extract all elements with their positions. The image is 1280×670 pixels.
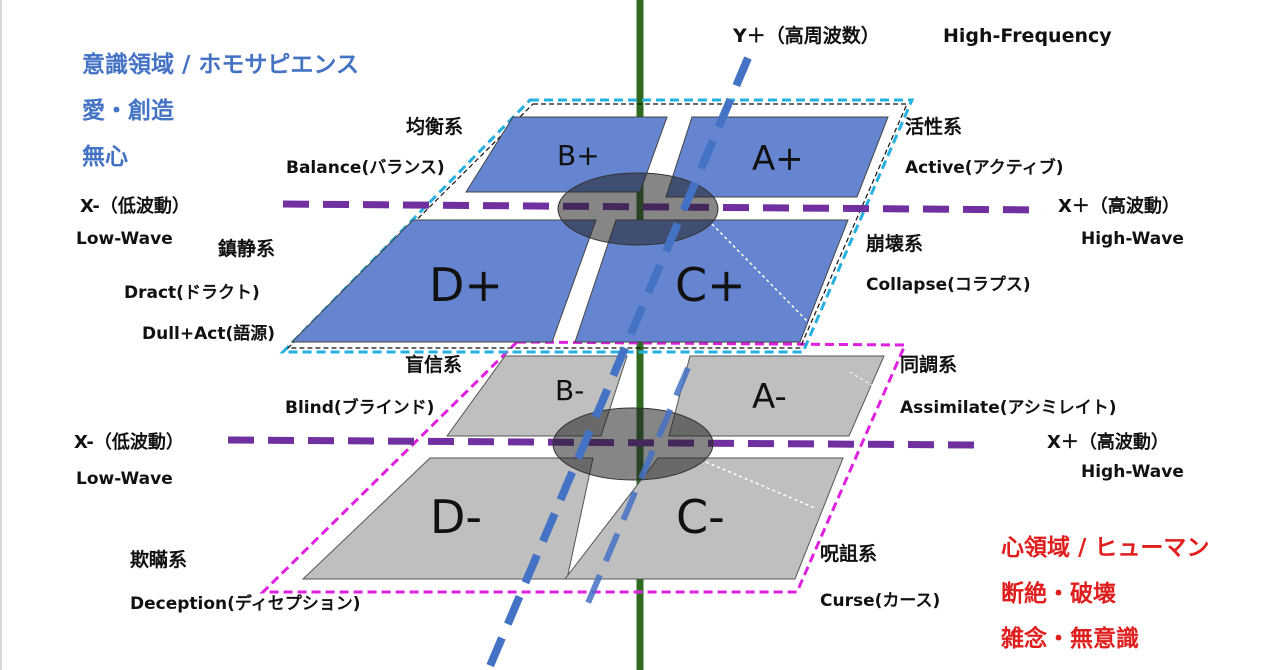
lower-guide-line-1	[849, 371, 897, 401]
deception-english-label: Deception(ディセプション)	[130, 594, 361, 614]
consciousness-domain-title: 意識領域 / ホモサピエンス	[82, 52, 359, 78]
upper-low-wave-label: Low-Wave	[76, 229, 173, 249]
collapse-english-label: Collapse(コラプス)	[866, 275, 1031, 295]
upper-guide-line	[711, 223, 809, 323]
upper-high-wave-label: High-Wave	[1081, 229, 1184, 249]
y-axis-english: High-Frequency	[943, 25, 1112, 47]
lower-center-ellipse	[552, 407, 714, 481]
dull-act-origin-label: Dull+Act(語源)	[142, 324, 276, 344]
quadrant-c-plus-label: C+	[675, 258, 746, 312]
active-system-label: 活性系	[905, 116, 963, 138]
upper-x-minus-label: X-（低波動）	[80, 196, 190, 217]
quadrant-a-plus-label: A+	[752, 139, 804, 179]
assimilate-system-label: 同調系	[900, 354, 958, 376]
lower-quadrant-c-shape	[563, 457, 844, 580]
severance-text: 断絶・破壊	[1001, 581, 1116, 607]
dract-system-label: 鎮静系	[218, 238, 276, 260]
quadrant-d-plus-label: D+	[429, 258, 503, 312]
left-edge-line	[0, 0, 2, 670]
upper-x-plus-label: X＋（高波動）	[1058, 196, 1180, 217]
balance-system-label: 均衡系	[406, 116, 464, 138]
curse-system-label: 呪詛系	[820, 543, 878, 565]
quadrant-c-minus-label: C-	[676, 490, 725, 544]
upper-quadrant-d-shape	[290, 219, 597, 343]
active-english-label: Active(アクティブ)	[905, 158, 1064, 178]
collapse-system-label: 崩壊系	[866, 233, 924, 255]
quadrant-b-plus-label: B+	[557, 139, 600, 172]
love-creation-text: 愛・創造	[82, 98, 174, 124]
lower-x-minus-label: X-（低波動）	[74, 432, 184, 453]
lower-high-wave-label: High-Wave	[1081, 462, 1184, 482]
assimilate-english-label: Assimilate(アシミレイト)	[900, 398, 1117, 418]
quadrant-d-minus-label: D-	[430, 490, 483, 544]
unconscious-text: 雑念・無意識	[1001, 626, 1139, 652]
blind-system-label: 盲信系	[405, 354, 463, 376]
blind-english-label: Blind(ブラインド)	[285, 398, 435, 418]
curse-english-label: Curse(カース)	[820, 591, 941, 611]
quadrant-a-minus-label: A-	[752, 377, 787, 417]
y-axis-label: Y＋（高周波数）	[733, 25, 880, 47]
balance-english-label: Balance(バランス)	[286, 158, 445, 178]
dract-english-label: Dract(ドラクト)	[124, 283, 260, 303]
upper-quadrant-a-shape	[665, 116, 889, 198]
heart-domain-title: 心領域 / ヒューマン	[1001, 535, 1210, 561]
lower-low-wave-label: Low-Wave	[76, 469, 173, 489]
lower-quadrant-a-shape	[668, 355, 885, 437]
quadrant-b-minus-label: B-	[555, 374, 585, 407]
lower-plane-border	[259, 340, 908, 594]
lower-guide-line-2	[705, 461, 816, 509]
deception-system-label: 欺瞞系	[130, 549, 188, 571]
lower-x-plus-label: X＋（高波動）	[1047, 432, 1169, 453]
y-axis-line	[486, 56, 752, 668]
mushin-text: 無心	[82, 144, 128, 170]
